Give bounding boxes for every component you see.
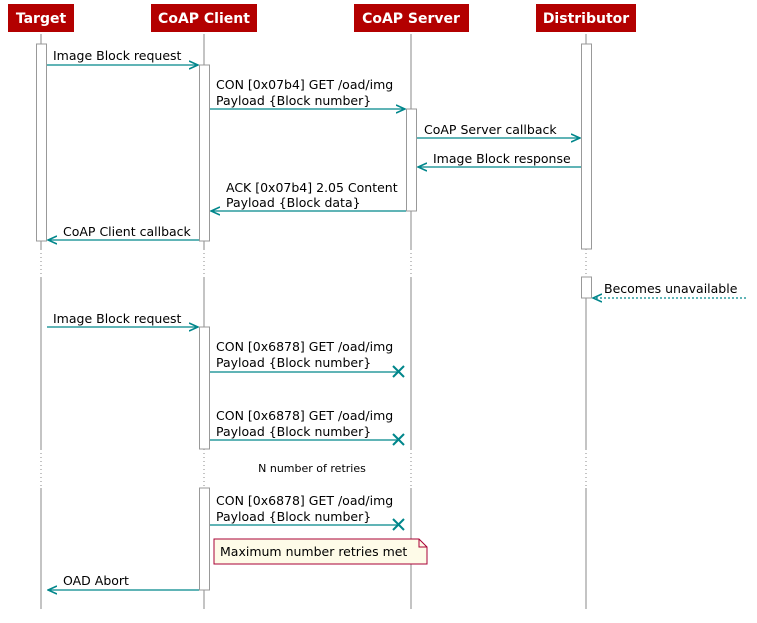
message-con-get-6878-1: CON [0x6878] GET /oad/img Payload {Block… xyxy=(210,339,405,378)
message-image-block-response: Image Block response xyxy=(418,151,581,167)
activations xyxy=(36,43,592,591)
participant-label: Distributor xyxy=(543,11,629,27)
message-label: OAD Abort xyxy=(63,573,129,588)
message-label: Payload {Block data} xyxy=(226,195,361,210)
message-label: Payload {Block number} xyxy=(216,355,371,370)
message-image-block-request: Image Block request xyxy=(47,48,198,65)
message-label: CON [0x6878] GET /oad/img xyxy=(216,339,393,354)
message-label: CoAP Server callback xyxy=(424,122,557,137)
note-max-retries: Maximum number retries met xyxy=(213,538,428,565)
participant-label: CoAP Server xyxy=(362,11,460,27)
activation-target xyxy=(36,43,47,242)
message-label: Payload {Block number} xyxy=(216,93,371,108)
message-con-get-6878-2: CON [0x6878] GET /oad/img Payload {Block… xyxy=(210,408,405,446)
message-image-block-request-2: Image Block request xyxy=(47,311,198,327)
divider-retries: N number of retries xyxy=(258,462,366,475)
note-text: Maximum number retries met xyxy=(220,544,407,559)
activation-coap-client-3 xyxy=(199,487,210,591)
message-con-get-07b4: CON [0x07b4] GET /oad/img Payload {Block… xyxy=(210,77,405,109)
lost-message-icon xyxy=(392,518,405,531)
lost-message-icon xyxy=(392,433,405,446)
message-coap-server-callback: CoAP Server callback xyxy=(417,122,580,138)
message-label: CoAP Client callback xyxy=(63,224,192,239)
message-label: Payload {Block number} xyxy=(216,509,371,524)
message-con-get-6878-3: CON [0x6878] GET /oad/img Payload {Block… xyxy=(210,493,405,531)
participant-label: CoAP Client xyxy=(158,11,250,27)
activation-coap-client xyxy=(199,64,210,242)
message-oad-abort: OAD Abort xyxy=(48,573,199,590)
activation-coap-client-2 xyxy=(199,326,210,450)
message-label: Payload {Block number} xyxy=(216,424,371,439)
participant-coap-server: CoAP Server xyxy=(354,4,469,32)
activation-distributor-2 xyxy=(581,276,592,299)
message-label: Becomes unavailable xyxy=(604,281,738,296)
participant-label: Target xyxy=(16,11,67,27)
message-label: CON [0x6878] GET /oad/img xyxy=(216,408,393,423)
activation-coap-server xyxy=(406,108,417,212)
participant-coap-client: CoAP Client xyxy=(151,4,257,32)
message-label: Image Block request xyxy=(53,48,182,63)
divider-label: N number of retries xyxy=(258,462,366,475)
message-label: Image Block response xyxy=(433,151,571,166)
lost-message-icon xyxy=(392,365,405,378)
message-becomes-unavailable: Becomes unavailable xyxy=(593,281,746,298)
participant-target: Target xyxy=(8,4,74,32)
message-label: ACK [0x07b4] 2.05 Content xyxy=(226,180,398,195)
message-label: Image Block request xyxy=(53,311,182,326)
message-coap-client-callback: CoAP Client callback xyxy=(48,224,199,240)
message-label: CON [0x6878] GET /oad/img xyxy=(216,493,393,508)
activation-distributor xyxy=(581,43,592,250)
participant-distributor: Distributor xyxy=(536,4,636,32)
message-label: CON [0x07b4] GET /oad/img xyxy=(216,77,393,92)
message-ack-content: ACK [0x07b4] 2.05 Content Payload {Block… xyxy=(211,180,406,211)
